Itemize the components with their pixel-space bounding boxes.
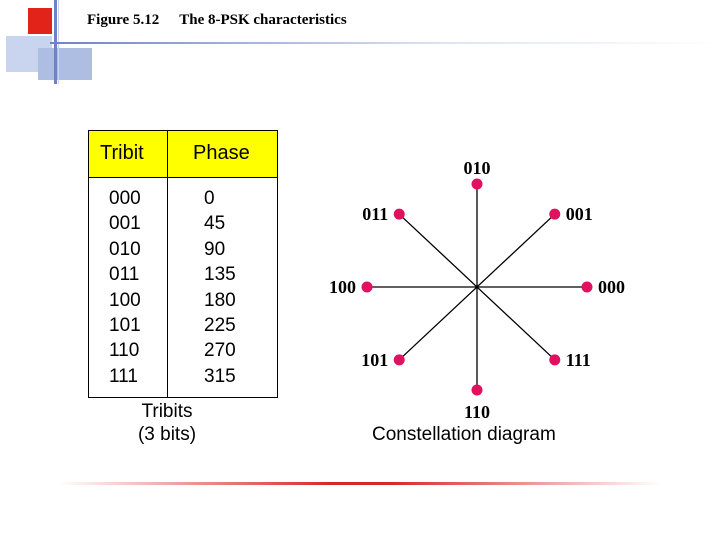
constellation-label-100: 100 bbox=[329, 277, 356, 297]
table-cell: 45 bbox=[204, 213, 226, 235]
slide-title: The 8-PSK characteristics bbox=[179, 12, 347, 28]
constellation-label-010: 010 bbox=[464, 158, 491, 178]
header-rule bbox=[50, 42, 720, 44]
decorative-square-red bbox=[28, 8, 52, 34]
table-cell: 315 bbox=[204, 365, 236, 387]
constellation-point-110 bbox=[471, 384, 483, 396]
table-cell: 225 bbox=[204, 314, 236, 336]
table-cell: 270 bbox=[204, 340, 236, 362]
tribit-column: 000 001 010 011 100 101 110 111 bbox=[109, 186, 141, 389]
table-cell: 000 bbox=[109, 188, 141, 209]
constellation-point-010 bbox=[471, 178, 483, 190]
phase-column: 0 45 90 135 180 225 270 315 bbox=[204, 186, 236, 389]
constellation-label-101: 101 bbox=[361, 350, 388, 370]
constellation-point-111 bbox=[549, 354, 561, 366]
figure-label: Figure 5.12 bbox=[87, 12, 160, 28]
table-cell: 111 bbox=[109, 365, 138, 387]
decorative-square-blue bbox=[38, 48, 92, 80]
table-cell: 010 bbox=[109, 238, 141, 260]
table-caption-line-1: Tribits bbox=[141, 401, 193, 422]
table-cell: 110 bbox=[109, 340, 140, 362]
table-caption-line-2: (3 bits) bbox=[137, 424, 197, 445]
table-cell: 001 bbox=[109, 213, 141, 235]
constellation-label-000: 000 bbox=[598, 277, 625, 297]
table-cell: 180 bbox=[204, 289, 236, 311]
tribit-phase-table: Tribit Phase 000 001 010 011 100 101 110… bbox=[88, 130, 278, 398]
constellation-label-110: 110 bbox=[464, 402, 490, 420]
table-cell: 101 bbox=[109, 314, 141, 336]
constellation-point-101 bbox=[393, 354, 405, 366]
footer-rule bbox=[60, 482, 660, 485]
constellation-point-000 bbox=[581, 281, 593, 293]
table-cell: 90 bbox=[204, 238, 226, 260]
constellation-label-001: 001 bbox=[566, 204, 593, 224]
table-header-phase: Phase bbox=[193, 142, 250, 164]
constellation-label-011: 011 bbox=[362, 204, 388, 224]
constellation-point-001 bbox=[549, 208, 561, 220]
slide-header: Figure 5.12 The 8-PSK characteristics bbox=[87, 12, 347, 29]
constellation-caption: Constellation diagram bbox=[372, 424, 556, 445]
table-header-row bbox=[89, 131, 277, 178]
constellation-point-011 bbox=[393, 208, 405, 220]
constellation-spoke-135 bbox=[398, 213, 556, 361]
table-cell: 135 bbox=[204, 264, 236, 286]
constellation-point-100 bbox=[361, 281, 373, 293]
table-cell: 011 bbox=[109, 264, 140, 286]
table-header-tribit: Tribit bbox=[100, 142, 144, 164]
constellation-label-111: 111 bbox=[566, 350, 591, 370]
table-column-divider bbox=[167, 131, 168, 397]
table-cell: 100 bbox=[109, 289, 141, 311]
table-cell: 0 bbox=[204, 188, 215, 209]
constellation-diagram: 000 001 010 011 100 101 110 111 bbox=[329, 158, 625, 420]
table-caption: Tribits (3 bits) bbox=[100, 400, 234, 446]
